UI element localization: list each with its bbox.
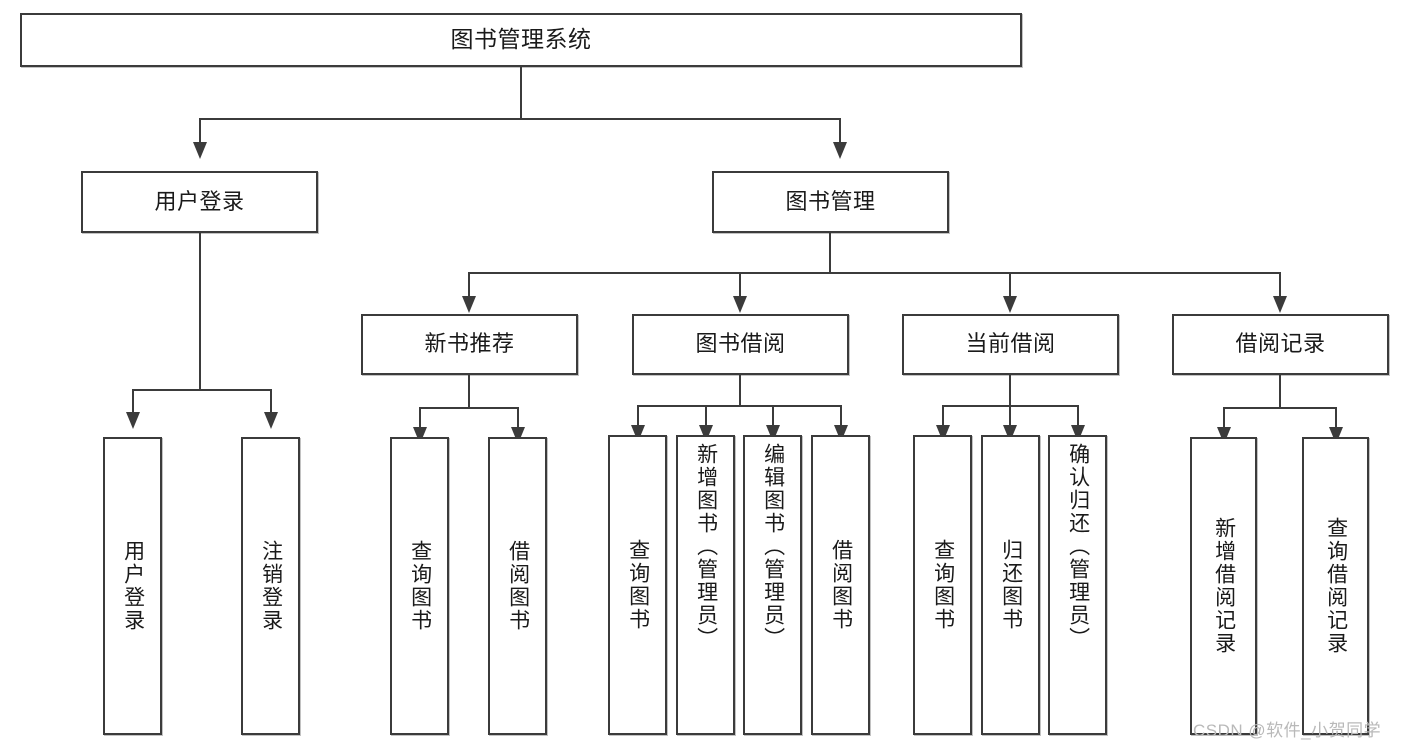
node-leaf-add-record[interactable]: 新增借阅记录 (1190, 437, 1257, 735)
node-book-borrow-label: 图书借阅 (695, 331, 786, 357)
connector-new-book-bus (419, 407, 519, 409)
node-leaf-return-book-label: 归还图书 (999, 539, 1023, 631)
node-leaf-user-logout[interactable]: 注销登录 (241, 437, 300, 735)
connector-root-bus (199, 118, 841, 120)
connector-book-manage-stem (829, 233, 831, 273)
node-leaf-user-login-label: 用户登录 (121, 540, 145, 632)
node-leaf-borrow-book-1[interactable]: 借阅图书 (488, 437, 547, 735)
connector-current-borrow-drop-3 (1077, 405, 1079, 427)
node-leaf-query-book-1[interactable]: 查询图书 (390, 437, 449, 735)
node-book-manage[interactable]: 图书管理 (712, 171, 949, 233)
arrow-to-user-login (193, 142, 207, 159)
arrow-to-leaf-user-login (126, 412, 140, 429)
connector-user-login-bus (132, 389, 272, 391)
node-leaf-query-book-3-label: 查询图书 (931, 539, 955, 631)
node-leaf-add-record-label: 新增借阅记录 (1212, 517, 1236, 655)
connector-borrow-record-drop-2 (1335, 407, 1337, 429)
node-user-login[interactable]: 用户登录 (81, 171, 318, 233)
arrow-to-current-borrow (1003, 296, 1017, 313)
arrow-to-book-manage (833, 142, 847, 159)
node-leaf-user-login[interactable]: 用户登录 (103, 437, 162, 735)
node-leaf-add-book-label: 新增图书（管理员） (694, 443, 718, 650)
node-leaf-query-book-2-label: 查询图书 (626, 539, 650, 631)
node-leaf-confirm-return[interactable]: 确认归还（管理员） (1048, 435, 1107, 735)
connector-root-drop-left (199, 118, 201, 143)
connector-current-borrow-drop-2 (1009, 405, 1011, 427)
node-current-borrow-label: 当前借阅 (965, 331, 1056, 357)
node-root[interactable]: 图书管理系统 (20, 13, 1022, 67)
connector-book-borrow-drop-4 (840, 405, 842, 427)
node-borrow-record[interactable]: 借阅记录 (1172, 314, 1389, 375)
connector-user-login-stem (199, 233, 201, 390)
arrow-to-leaf-user-logout (264, 412, 278, 429)
node-leaf-edit-book-label: 编辑图书（管理员） (761, 443, 785, 650)
connector-borrow-record-stem (1279, 375, 1281, 408)
node-user-login-label: 用户登录 (154, 188, 245, 214)
arrow-to-borrow-record (1273, 296, 1287, 313)
connector-book-manage-drop-4 (1279, 272, 1281, 297)
node-leaf-query-book-3[interactable]: 查询图书 (913, 435, 972, 735)
node-current-borrow[interactable]: 当前借阅 (902, 314, 1119, 375)
connector-root-stem (520, 67, 522, 119)
node-leaf-user-logout-label: 注销登录 (259, 540, 283, 632)
node-book-borrow[interactable]: 图书借阅 (632, 314, 849, 375)
connector-book-manage-bus (468, 272, 1280, 274)
node-leaf-return-book[interactable]: 归还图书 (981, 435, 1040, 735)
connector-book-borrow-drop-3 (772, 405, 774, 427)
connector-user-login-drop-2 (270, 389, 272, 413)
connector-current-borrow-stem (1009, 375, 1011, 406)
connector-book-borrow-drop-1 (637, 405, 639, 427)
node-leaf-edit-book[interactable]: 编辑图书（管理员） (743, 435, 802, 735)
connector-new-book-stem (468, 375, 470, 408)
connector-borrow-record-drop-1 (1223, 407, 1225, 429)
connector-book-borrow-drop-2 (705, 405, 707, 427)
node-leaf-borrow-book-1-label: 借阅图书 (506, 540, 530, 632)
node-leaf-query-record-label: 查询借阅记录 (1324, 517, 1348, 655)
node-leaf-confirm-return-label: 确认归还（管理员） (1066, 443, 1090, 650)
node-leaf-query-book-1-label: 查询图书 (408, 540, 432, 632)
node-new-book-recommend-label: 新书推荐 (424, 331, 515, 357)
connector-book-borrow-bus (637, 405, 842, 407)
connector-new-book-drop-2 (517, 407, 519, 429)
connector-book-borrow-stem (739, 375, 741, 406)
node-root-label: 图书管理系统 (450, 26, 592, 53)
node-book-manage-label: 图书管理 (785, 188, 876, 214)
node-leaf-add-book[interactable]: 新增图书（管理员） (676, 435, 735, 735)
connector-root-drop-right (839, 118, 841, 143)
node-leaf-query-book-2[interactable]: 查询图书 (608, 435, 667, 735)
arrow-to-book-borrow (733, 296, 747, 313)
connector-current-borrow-drop-1 (942, 405, 944, 427)
node-leaf-borrow-book-2[interactable]: 借阅图书 (811, 435, 870, 735)
connector-user-login-drop-1 (132, 389, 134, 413)
watermark: CSDN @软件_小贺同学 (1193, 721, 1382, 740)
connector-new-book-drop-1 (419, 407, 421, 429)
connector-borrow-record-bus (1223, 407, 1337, 409)
node-leaf-borrow-book-2-label: 借阅图书 (829, 539, 853, 631)
node-borrow-record-label: 借阅记录 (1235, 331, 1326, 357)
connector-book-manage-drop-2 (739, 272, 741, 297)
connector-book-manage-drop-1 (468, 272, 470, 297)
node-leaf-query-record[interactable]: 查询借阅记录 (1302, 437, 1369, 735)
connector-book-manage-drop-3 (1009, 272, 1011, 297)
node-new-book-recommend[interactable]: 新书推荐 (361, 314, 578, 375)
arrow-to-new-book-recommend (462, 296, 476, 313)
